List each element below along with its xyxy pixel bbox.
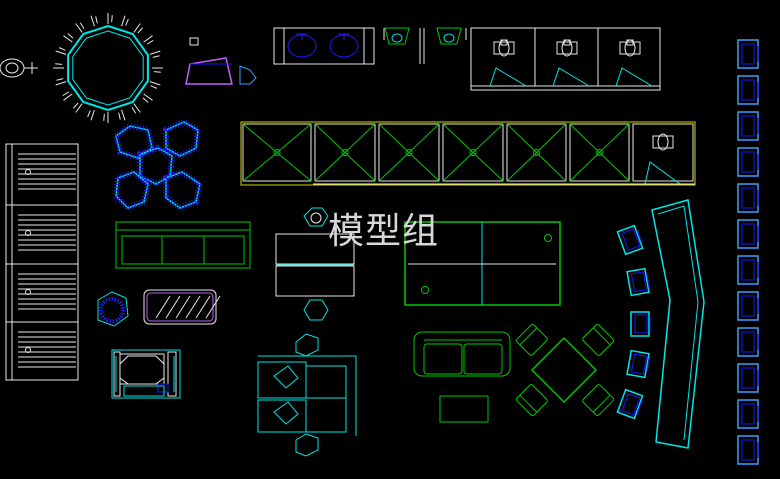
round-table-with-chairs xyxy=(53,13,163,123)
office-workstations xyxy=(257,333,357,457)
bar-stools xyxy=(616,224,651,420)
armchair-small xyxy=(0,37,257,85)
three-seat-sofa xyxy=(115,221,251,269)
bed-stack xyxy=(5,143,79,381)
square-dining-set xyxy=(515,323,615,417)
lockers-column xyxy=(737,39,759,465)
tv-cabinet xyxy=(111,349,181,399)
coffee-table xyxy=(143,289,221,325)
urinal-stalls xyxy=(383,27,467,64)
armchair-round xyxy=(97,291,129,327)
drawing-title: 模型组 xyxy=(328,211,440,252)
meeting-desk-pair xyxy=(275,207,355,321)
two-seat-sofa xyxy=(413,331,511,377)
lounge-chairs-cluster xyxy=(112,118,204,212)
toilet-stall-row xyxy=(470,27,661,91)
conference-table xyxy=(404,221,561,306)
curved-bar-counter xyxy=(651,199,705,449)
vanity-sink-row xyxy=(273,27,375,65)
shower-stall-row xyxy=(240,121,696,186)
low-table xyxy=(439,395,489,423)
